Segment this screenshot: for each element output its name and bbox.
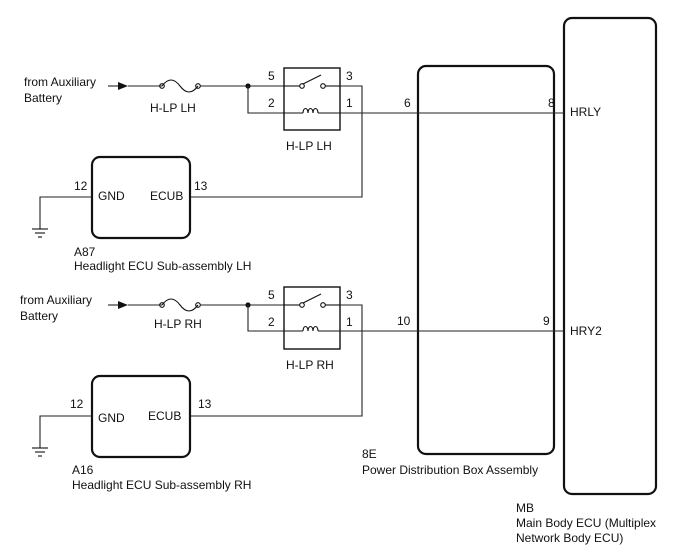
lh-ecu-pin-ecub: 13 bbox=[194, 179, 208, 193]
rh-source-label-line2: Battery bbox=[20, 309, 58, 323]
mb-name-line2: Network Body ECU) bbox=[516, 531, 623, 545]
rh-relay-pin-5: 5 bbox=[268, 288, 275, 302]
rh-pdb-pin: 10 bbox=[397, 314, 411, 328]
rh-ground-icon bbox=[32, 447, 48, 457]
lh-relay-switch-contact bbox=[302, 74, 322, 85]
pdb-code: 8E bbox=[362, 447, 377, 461]
lh-relay-coil-icon bbox=[302, 107, 319, 114]
rh-ecu-name: Headlight ECU Sub-assembly RH bbox=[72, 478, 251, 492]
lh-source-label-line2: Battery bbox=[24, 91, 62, 105]
lh-ecu-code: A87 bbox=[74, 245, 96, 259]
lh-ecu-gnd-label: GND bbox=[98, 189, 125, 203]
rh-source-label-line1: from Auxiliary bbox=[20, 293, 92, 307]
rh-relay bbox=[283, 286, 341, 350]
lh-relay-label: H-LP LH bbox=[286, 139, 332, 153]
rh-source-arrowhead-icon bbox=[118, 301, 128, 309]
lh-pdb-pin: 6 bbox=[404, 96, 411, 110]
lh-source-arrowhead-icon bbox=[118, 82, 128, 90]
rh-relay-pin-1: 1 bbox=[346, 315, 353, 329]
pdb-name: Power Distribution Box Assembly bbox=[362, 463, 538, 477]
lh-relay-pin-1: 1 bbox=[346, 96, 353, 110]
lh-relay bbox=[283, 67, 341, 131]
lh-ecu-name: Headlight ECU Sub-assembly LH bbox=[74, 259, 251, 273]
rh-mb-pin: 9 bbox=[543, 314, 550, 328]
rh-relay-label: H-LP RH bbox=[286, 358, 334, 372]
rh-ecu-code: A16 bbox=[72, 463, 94, 477]
lh-ecu-pin-gnd: 12 bbox=[74, 179, 88, 193]
lh-source-label-line1: from Auxiliary bbox=[24, 75, 96, 89]
lh-mb-pin: 8 bbox=[548, 96, 555, 110]
lh-ground-icon bbox=[32, 228, 48, 238]
lh-relay-pin-2: 2 bbox=[268, 96, 275, 110]
rh-fuse-label: H-LP RH bbox=[154, 317, 202, 331]
mb-code: MB bbox=[516, 501, 534, 515]
rh-relay-coil-icon bbox=[302, 325, 319, 332]
rh-relay-pin-3: 3 bbox=[346, 288, 353, 302]
rh-relay-pin-2: 2 bbox=[268, 315, 275, 329]
rh-ecu-ecub-label: ECUB bbox=[148, 409, 181, 423]
rh-ecu-gnd-label: GND bbox=[98, 411, 125, 425]
rh-fuse-icon bbox=[161, 298, 199, 312]
lh-relay-pin-3: 3 bbox=[346, 69, 353, 83]
lh-relay-pin-5: 5 bbox=[268, 69, 275, 83]
power-distribution-box bbox=[416, 64, 556, 456]
rh-ecu-pin-ecub: 13 bbox=[198, 397, 212, 411]
lh-mb-terminal: HRLY bbox=[570, 105, 601, 119]
lh-circuit: from Auxiliary Battery H-LP LH 5 3 2 1 bbox=[24, 67, 601, 273]
lh-ecu-ecub-label: ECUB bbox=[150, 189, 183, 203]
lh-fuse-icon bbox=[161, 79, 199, 93]
rh-ecu-pin-gnd: 12 bbox=[70, 397, 84, 411]
lh-fuse-label: H-LP LH bbox=[150, 101, 196, 115]
main-body-ecu-box bbox=[562, 16, 658, 496]
rh-mb-terminal: HRY2 bbox=[570, 324, 602, 338]
rh-relay-switch-contact bbox=[302, 293, 322, 304]
mb-name-line1: Main Body ECU (Multiplex bbox=[516, 516, 656, 530]
rh-circuit: from Auxiliary Battery H-LP RH 5 3 2 1 H… bbox=[20, 286, 602, 492]
